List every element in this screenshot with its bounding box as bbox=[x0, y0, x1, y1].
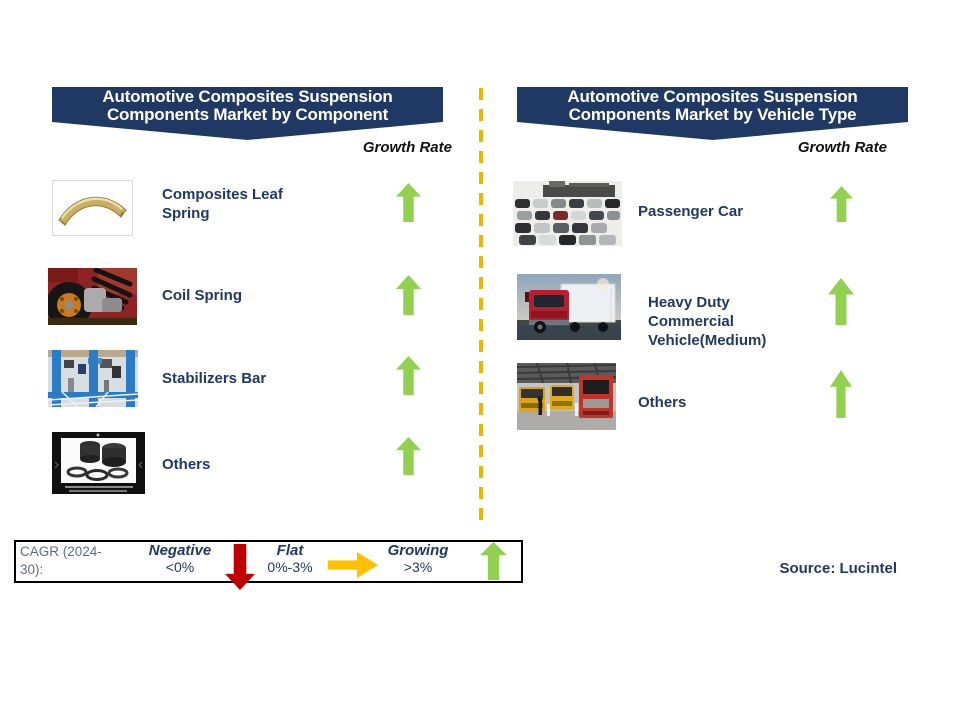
growth-up-arrow-icon bbox=[396, 437, 421, 475]
left-growth-rate-label: Growth Rate bbox=[362, 139, 452, 156]
growth-up-arrow-icon bbox=[830, 186, 853, 222]
passenger-car-lot-image bbox=[513, 181, 622, 246]
right-item-3-label: Others bbox=[638, 394, 687, 411]
legend-negative-range: <0% bbox=[165, 559, 195, 575]
left-item-1-label: Composites Leaf Spring bbox=[162, 186, 283, 222]
growth-up-arrow-icon bbox=[828, 278, 854, 325]
composites-leaf-spring-image bbox=[52, 180, 133, 236]
growth-up-arrow-icon bbox=[396, 356, 421, 395]
legend-negative-name: Negative bbox=[148, 542, 212, 559]
legend-growing-name: Growing bbox=[387, 542, 449, 559]
heavy-duty-truck-image bbox=[517, 274, 621, 340]
legend-flat-range: 0%-3% bbox=[267, 559, 313, 575]
source-attribution: Source: Lucintel bbox=[779, 560, 897, 577]
suspension-bushings-image bbox=[52, 432, 145, 494]
left-panel-banner: Automotive Composites Suspension Compone… bbox=[52, 87, 443, 140]
right-panel-title: Automotive Composites Suspension Compone… bbox=[567, 87, 858, 124]
coil-spring-image bbox=[48, 268, 137, 325]
growth-up-arrow-icon bbox=[396, 275, 421, 315]
right-panel-banner: Automotive Composites Suspension Compone… bbox=[517, 87, 908, 140]
right-growth-rate-label: Growth Rate bbox=[797, 139, 887, 156]
truck-showroom-image bbox=[517, 363, 616, 430]
legend-entry-growing: Growing >3% bbox=[380, 542, 456, 576]
stabilizers-bar-image bbox=[48, 350, 138, 407]
legend-entry-flat: Flat 0%-3% bbox=[258, 542, 322, 576]
left-item-3-label: Stabilizers Bar bbox=[162, 370, 267, 387]
growth-up-arrow-icon bbox=[396, 183, 421, 222]
legend-flat-name: Flat bbox=[276, 542, 304, 559]
right-item-1-label: Passenger Car bbox=[638, 203, 744, 220]
cagr-label: CAGR (2024-30): bbox=[20, 544, 102, 577]
left-panel-title: Automotive Composites Suspension Compone… bbox=[102, 87, 393, 124]
legend-growing-range: >3% bbox=[403, 559, 433, 575]
legend-entry-negative: Negative <0% bbox=[132, 542, 228, 576]
left-item-4-label: Others bbox=[162, 456, 211, 473]
growth-up-arrow-icon bbox=[830, 370, 852, 418]
panel-divider-dashed-line bbox=[479, 88, 483, 525]
right-item-2-label: Heavy Duty Commercial Vehicle(Medium) bbox=[648, 294, 767, 349]
left-item-2-label: Coil Spring bbox=[162, 287, 242, 304]
cagr-legend-box bbox=[14, 540, 523, 583]
